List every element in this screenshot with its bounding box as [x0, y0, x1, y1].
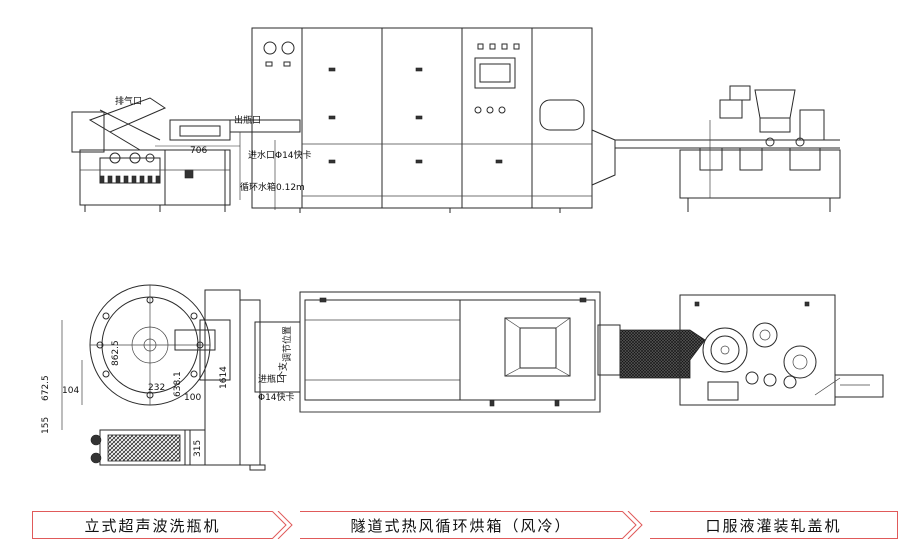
washer-bottle-row	[99, 175, 161, 184]
label-branch: 个支	[277, 362, 289, 380]
oven-exit-hood	[591, 129, 616, 186]
oven-plan	[299, 291, 621, 413]
label-bottle-in: 进瓶口	[258, 373, 285, 385]
dim-155: 155	[41, 417, 51, 434]
process-flow: 立式超声波洗瓶机 隧道式热风循环烘箱（风冷） 口服液灌装轧盖机	[0, 505, 921, 545]
mesh-conveyor	[619, 329, 706, 379]
step-oven: 隧道式热风循环烘箱（风冷）	[300, 511, 622, 539]
elevation-view: 706	[71, 27, 841, 213]
transfer-plan: 调节位置 进瓶口 个支 Φ14快卡	[249, 321, 301, 471]
step-washer: 立式超声波洗瓶机	[32, 511, 272, 539]
plan-view: 672.5 104 155 862.5 232 638.1 100 1614 3…	[41, 284, 884, 471]
step-filler: 口服液灌装轧盖机	[650, 511, 898, 539]
washer-plan: 672.5 104 155 862.5 232 638.1 100 1614 3…	[41, 284, 261, 466]
label-bottle-out: 出瓶口	[234, 114, 261, 126]
filler-elevation	[679, 85, 841, 212]
label-water-inlet: 进水口Φ14快卡	[248, 149, 312, 161]
dim-638-1: 638.1	[173, 371, 183, 397]
filler-plan	[679, 294, 884, 406]
water-tank-hatch	[107, 434, 181, 462]
label-circulating-water: 循环水箱0.12m	[240, 181, 305, 193]
step-oven-label: 隧道式热风循环烘箱（风冷）	[350, 516, 572, 535]
dim-232: 232	[148, 383, 165, 393]
oven-elevation: 排气口 出瓶口 进水口Φ14快卡 循环水箱0.12m	[115, 27, 593, 213]
dim-104: 104	[62, 386, 79, 396]
dim-1614: 1614	[219, 366, 229, 389]
step-washer-label: 立式超声波洗瓶机	[84, 516, 221, 535]
chevron-right-icon	[272, 511, 293, 539]
dim-315: 315	[193, 440, 203, 457]
step-filler-label: 口服液灌装轧盖机	[705, 516, 842, 535]
dim-672-5: 672.5	[41, 375, 51, 401]
dim-100: 100	[184, 393, 201, 403]
label-adjust-position: 调节位置	[281, 326, 293, 362]
dim-862-5: 862.5	[111, 340, 121, 366]
dim-706: 706	[190, 146, 207, 156]
machine-drawing: 706	[41, 27, 884, 471]
washer-elevation: 706	[71, 97, 301, 212]
label-exhaust-port: 排气口	[115, 95, 142, 107]
chevron-right-icon	[622, 511, 643, 539]
label-inlet-quick: Φ14快卡	[258, 391, 295, 403]
